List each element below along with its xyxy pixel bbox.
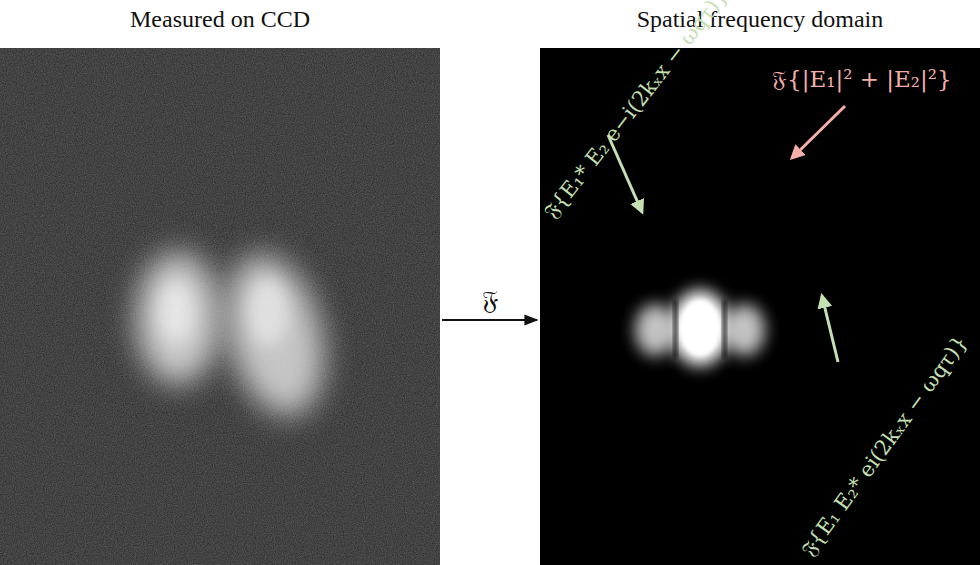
ccd-image <box>0 48 440 565</box>
formula-label: 𝔉{|E₁|² + |E₂|²} <box>772 66 952 93</box>
leader-arrow <box>792 106 845 158</box>
transform-symbol: 𝔉 <box>482 285 498 316</box>
panel-title: Spatial frequency domain <box>540 6 980 33</box>
panel-title: Measured on CCD <box>0 6 440 33</box>
fourier-transform-arrow <box>442 319 537 321</box>
leader-arrow <box>822 296 838 362</box>
image-panel: Measured on CCD <box>0 0 440 565</box>
